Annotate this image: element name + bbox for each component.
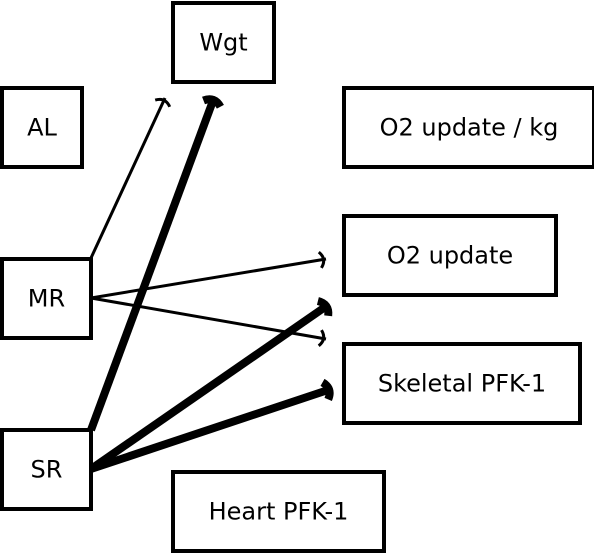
edge-end-cap (317, 329, 326, 347)
edge-line (88, 301, 331, 473)
node-mr-box (0, 257, 93, 340)
edge-line (87, 96, 218, 432)
edge-end-cap (154, 97, 172, 108)
node-heart-pfk1: Heart PFK-1 (171, 470, 386, 553)
node-wgt-box (171, 1, 276, 84)
edge-sr-to-wgt (87, 95, 224, 432)
node-wgt-label: Wgt (199, 29, 247, 57)
node-o2-update-kg: O2 update / kg (342, 86, 594, 169)
node-al: AL (0, 86, 84, 169)
node-sr-label: SR (31, 456, 63, 484)
node-mr-label: MR (28, 285, 65, 313)
node-o2-update-kg-label: O2 update / kg (380, 114, 559, 142)
edge-line (89, 385, 333, 473)
node-o2-update: O2 update (342, 214, 558, 297)
node-al-box (0, 86, 84, 169)
node-heart-pfk1-box (171, 470, 386, 553)
node-skeletal-pfk1: Skeletal PFK-1 (342, 342, 582, 425)
node-o2-update-box (342, 214, 558, 297)
edge-mr-to-wgt (89, 97, 172, 259)
edge-end-cap (202, 95, 224, 109)
node-skeletal-pfk1-box (342, 342, 582, 425)
edge-sr-to-o2-update (88, 297, 333, 473)
node-o2-update-kg-box (342, 86, 594, 169)
node-sr: SR (0, 428, 93, 511)
node-o2-update-label: O2 update (387, 242, 513, 270)
node-skeletal-pfk1-label: Skeletal PFK-1 (378, 370, 546, 398)
edge-end-cap (320, 378, 334, 401)
edge-sr-to-skeletal-pfk1 (89, 378, 334, 473)
edge-end-cap (316, 297, 333, 317)
edge-line (89, 97, 167, 259)
node-wgt: Wgt (171, 1, 276, 84)
edge-line (90, 257, 327, 300)
node-heart-pfk1-label: Heart PFK-1 (209, 498, 349, 526)
edge-mr-to-o2-update (90, 250, 327, 300)
edges-layer (87, 95, 334, 473)
node-mr: MR (0, 257, 93, 340)
edge-end-cap (317, 250, 326, 269)
node-al-label: AL (27, 114, 57, 142)
node-sr-box (0, 428, 93, 511)
